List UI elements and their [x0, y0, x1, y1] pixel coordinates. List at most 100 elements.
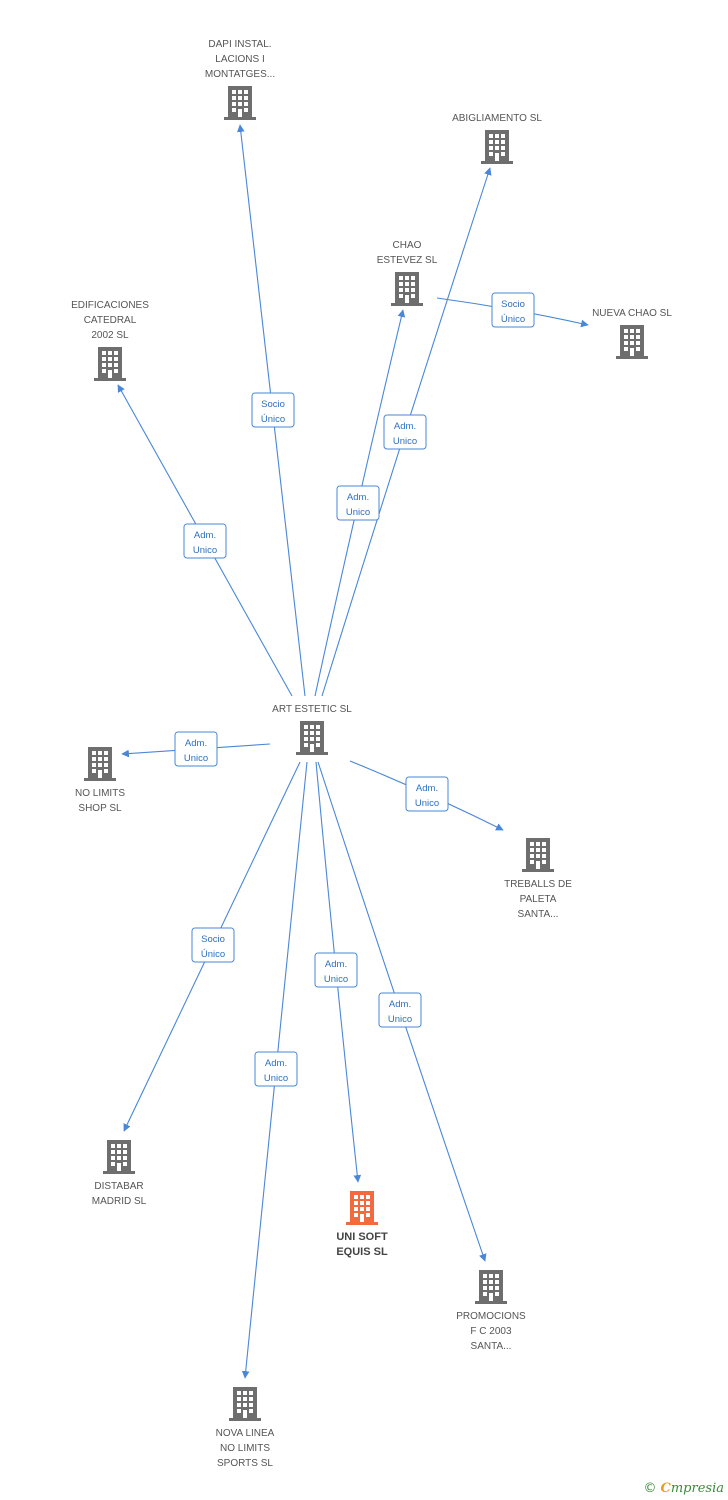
edge-label-text: Único [261, 414, 285, 425]
copyright-icon: © [643, 1481, 657, 1496]
edge-label-text: Unico [415, 798, 439, 809]
edge-label-box [251, 392, 295, 428]
edge-label-text: Adm. [194, 530, 216, 541]
edge-label-box [491, 292, 535, 328]
edge-label-text: Socio [501, 299, 525, 310]
building-icon [481, 130, 513, 164]
node-label: PALETA [520, 894, 557, 905]
edge-label-text: Unico [393, 436, 417, 447]
edge-label-art-abig[interactable]: Adm. Unico [383, 414, 427, 450]
edge-label-art-edif[interactable]: Adm. Unico [183, 523, 227, 559]
brand-name: mpresia [670, 1481, 724, 1496]
node-nolimits[interactable]: NO LIMITS SHOP SL [75, 747, 125, 814]
edge-label-art-treballs[interactable]: Adm. Unico [405, 776, 449, 812]
node-label: MADRID SL [92, 1196, 147, 1207]
node-label: TREBALLS DE [504, 879, 572, 890]
building-icon [94, 347, 126, 381]
edge-label-text: Unico [184, 753, 208, 764]
edge-label-text: Adm. [416, 783, 438, 794]
edge-labels-layer: SocioÚnicoAdm.UnicoAdm.UnicoSocioÚnicoAd… [174, 292, 535, 1087]
edge-label-art-promocions[interactable]: Adm. Unico [378, 992, 422, 1028]
empresia-logo[interactable]: ©Cmpresia [644, 1481, 725, 1496]
node-label: NO LIMITS [75, 788, 125, 799]
node-label: ESTEVEZ SL [377, 255, 438, 266]
brand-initial: C [660, 1481, 671, 1496]
node-unisoft[interactable]: UNI SOFT EQUIS SL [336, 1191, 388, 1258]
edge-label-box [191, 927, 235, 963]
edge-label-art-novalinea[interactable]: Adm. Unico [254, 1051, 298, 1087]
building-icon [616, 325, 648, 359]
node-label: UNI SOFT [336, 1231, 388, 1243]
node-treballs[interactable]: TREBALLS DE PALETA SANTA... [504, 838, 572, 920]
node-label: EQUIS SL [336, 1246, 388, 1258]
building-icon [296, 721, 328, 755]
node-nuevachao[interactable]: NUEVA CHAO SL [592, 308, 672, 359]
node-label: NUEVA CHAO SL [592, 308, 672, 319]
node-label: SPORTS SL [217, 1458, 273, 1469]
edge-label-box [405, 776, 449, 812]
node-label: PROMOCIONS [456, 1311, 526, 1322]
edge-label-art-nolimits[interactable]: Adm. Unico [174, 731, 218, 767]
building-icon [522, 838, 554, 872]
edge-label-text: Unico [324, 974, 348, 985]
edge-label-text: Adm. [265, 1058, 287, 1069]
edge-label-text: Adm. [347, 492, 369, 503]
edge-label-box [336, 485, 380, 521]
edge-label-text: Unico [346, 507, 370, 518]
edge-label-text: Adm. [394, 421, 416, 432]
edge-label-box [183, 523, 227, 559]
building-icon [103, 1140, 135, 1174]
building-icon [84, 747, 116, 781]
node-label: NO LIMITS [220, 1443, 270, 1454]
node-novalinea[interactable]: NOVA LINEA NO LIMITS SPORTS SL [216, 1387, 275, 1469]
building-icon [229, 1387, 261, 1421]
edge-label-text: Único [501, 314, 525, 325]
node-distabar[interactable]: DISTABAR MADRID SL [92, 1140, 147, 1207]
edge-label-art-unisoft[interactable]: Adm. Unico [314, 952, 358, 988]
node-label: DISTABAR [94, 1181, 143, 1192]
node-label: ART ESTETIC SL [272, 704, 352, 715]
edge-label-text: Adm. [389, 999, 411, 1010]
edge-label-art-chao[interactable]: Adm. Unico [336, 485, 380, 521]
node-label: MONTATGES... [205, 69, 275, 80]
node-label: 2002 SL [91, 330, 129, 341]
node-label: NOVA LINEA [216, 1428, 275, 1439]
building-icon [391, 272, 423, 306]
building-icon [475, 1270, 507, 1304]
node-label: SHOP SL [78, 803, 122, 814]
edge-label-text: Socio [201, 934, 225, 945]
edge-label-text: Socio [261, 399, 285, 410]
node-label: EDIFICACIONES [71, 300, 149, 311]
edge-label-box [174, 731, 218, 767]
edge-label-text: Unico [388, 1014, 412, 1025]
edge-label-box [383, 414, 427, 450]
node-label: LACIONS I [215, 54, 264, 65]
edge-label-box [254, 1051, 298, 1087]
building-icon [224, 86, 256, 120]
node-chao[interactable]: CHAO ESTEVEZ SL [377, 240, 438, 306]
edge-label-text: Único [201, 949, 225, 960]
node-abig[interactable]: ABIGLIAMENTO SL [452, 113, 542, 164]
node-edif[interactable]: EDIFICACIONES CATEDRAL 2002 SL [71, 300, 149, 381]
node-label: CATEDRAL [84, 315, 137, 326]
edge-label-box [314, 952, 358, 988]
node-label: DAPI INSTAL. [208, 39, 271, 50]
node-label: CHAO [393, 240, 422, 251]
node-label: SANTA... [518, 909, 559, 920]
edge-label-box [378, 992, 422, 1028]
edge-label-text: Adm. [325, 959, 347, 970]
node-dapi[interactable]: DAPI INSTAL. LACIONS I MONTATGES... [205, 39, 275, 120]
edge-label-text: Adm. [185, 738, 207, 749]
edge-label-text: Unico [193, 545, 217, 556]
node-label: ABIGLIAMENTO SL [452, 113, 542, 124]
building-icon [346, 1191, 378, 1225]
node-art[interactable]: ART ESTETIC SL [272, 704, 352, 755]
nodes-layer: ART ESTETIC SL DAPI INSTAL. LACIONS I MONTA… [71, 39, 672, 1469]
node-label: SANTA... [471, 1341, 512, 1352]
edge-label-text: Unico [264, 1073, 288, 1084]
